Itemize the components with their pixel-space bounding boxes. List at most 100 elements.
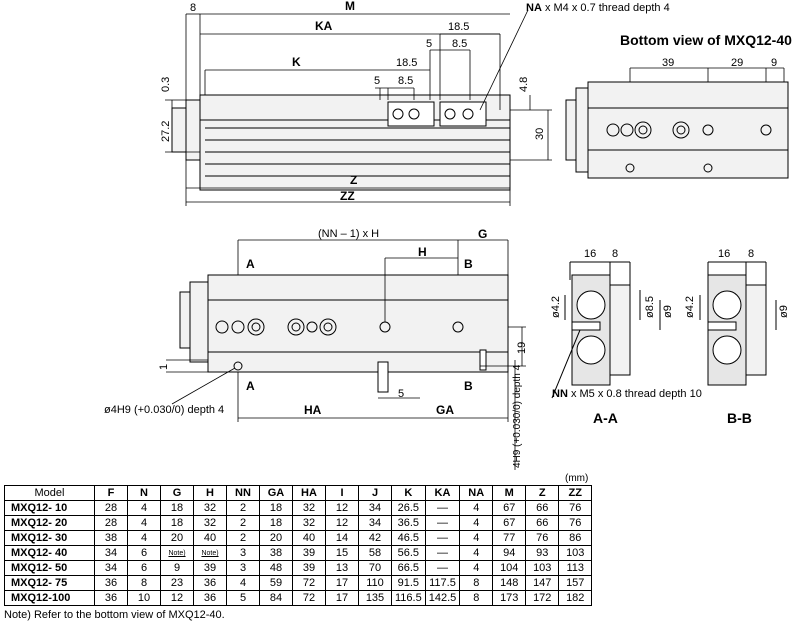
table-cell: — <box>424 515 461 531</box>
table-cell: 39 <box>292 560 326 576</box>
table-cell: 2 <box>226 515 260 531</box>
table-cell: 15 <box>325 545 359 561</box>
table-cell: 103 <box>525 560 560 576</box>
table-cell: 67 <box>492 500 527 516</box>
table-cell: 26.5 <box>391 500 426 516</box>
table-cell: 182 <box>558 590 593 606</box>
table-cell: 91.5 <box>391 575 426 591</box>
table-header-cell: G <box>160 485 194 501</box>
table-cell: 72 <box>292 590 326 606</box>
table-cell: 67 <box>492 515 527 531</box>
table-header-cell: N <box>127 485 161 501</box>
dim-5-b: 5 <box>374 75 381 87</box>
table-cell: 17 <box>325 590 359 606</box>
table-cell: 3 <box>226 545 260 561</box>
dim-8-5-a: 8.5 <box>452 38 468 50</box>
table-cell: 76 <box>558 500 593 516</box>
table-cell: 23 <box>160 575 194 591</box>
table-cell: 34 <box>94 560 128 576</box>
table-cell: 20 <box>259 530 293 546</box>
dim-H: H <box>418 245 427 259</box>
bb-dim-9: ø9 <box>778 305 790 318</box>
table-cell: 18 <box>160 500 194 516</box>
table-header-cell: H <box>193 485 227 501</box>
section-aa-title: A-A <box>593 410 618 426</box>
table-cell: 2 <box>226 530 260 546</box>
table-cell: 38 <box>259 545 293 561</box>
table-header-cell: NA <box>459 485 494 501</box>
dim-8-5-b: 8.5 <box>398 75 414 87</box>
table-cell: 72 <box>292 575 326 591</box>
table-cell: 13 <box>325 560 359 576</box>
aa-dim-8-5: ø8.5 <box>644 295 656 318</box>
table-cell: 3 <box>226 560 260 576</box>
table-cell: 34 <box>94 545 128 561</box>
table-cell: 5 <box>226 590 260 606</box>
side-view-dimensions <box>166 239 526 470</box>
table-cell: 36 <box>193 575 227 591</box>
section-mark-A-top: A <box>246 257 255 271</box>
dim-1: 1 <box>158 363 170 370</box>
top-view-dimensions <box>165 9 552 206</box>
table-cell: 110 <box>358 575 392 591</box>
section-mark-B-top: B <box>464 257 473 271</box>
table-header-cell: HA <box>292 485 326 501</box>
table-cell: 34 <box>358 515 392 531</box>
dim-27-2: 27.2 <box>160 120 172 142</box>
nn-thread-label: NN x M5 x 0.8 thread depth 10 <box>552 388 702 400</box>
table-cell: 147 <box>525 575 560 591</box>
dim-G: G <box>478 227 488 241</box>
table-cell: 34 <box>358 500 392 516</box>
model-cell: MXQ12- 30 <box>4 530 95 546</box>
bb-dim-16: 16 <box>718 248 731 260</box>
table-header-cell: K <box>391 485 426 501</box>
dim-M: M <box>345 0 355 13</box>
table-cell: 59 <box>259 575 293 591</box>
pin-hole-label: ø4H9 (+0.030/0) depth 4 <box>104 404 225 416</box>
dim-0-3: 0.3 <box>160 76 172 92</box>
nn-thread-label-bold: NN <box>552 388 568 400</box>
table-cell: 157 <box>558 575 593 591</box>
table-cell: Note) <box>160 545 194 561</box>
table-cell: 66.5 <box>391 560 426 576</box>
table-cell: 28 <box>94 515 128 531</box>
pin-hole-vertical-label: 4H9 (+0.030/0) depth 4 <box>512 364 523 468</box>
table-cell: 6 <box>127 545 161 561</box>
bottom-view-dimensions <box>629 67 785 82</box>
table-cell: 4 <box>459 560 494 576</box>
table-cell: 18 <box>259 500 293 516</box>
table-cell: 17 <box>325 575 359 591</box>
table-header-cell: J <box>358 485 392 501</box>
table-cell: 14 <box>325 530 359 546</box>
table-cell: 66 <box>525 515 560 531</box>
table-cell: 93 <box>525 545 560 561</box>
model-cell: MXQ12- 10 <box>4 500 95 516</box>
table-cell: 20 <box>160 530 194 546</box>
dim-nn-1-h: (NN – 1) x H <box>318 228 380 240</box>
table-cell: 39 <box>292 545 326 561</box>
dim-8: 8 <box>190 2 197 14</box>
table-unit: (mm) <box>565 473 589 484</box>
table-cell: 116.5 <box>391 590 426 606</box>
table-cell: 28 <box>94 500 128 516</box>
aa-dim-4-2: ø4.2 <box>550 295 562 318</box>
table-note: Note) Refer to the bottom view of MXQ12-… <box>4 609 225 621</box>
dim-39: 39 <box>662 57 675 69</box>
model-cell: MXQ12- 40 <box>4 545 95 561</box>
table-cell: 135 <box>358 590 392 606</box>
table-cell: 77 <box>492 530 527 546</box>
model-cell: MXQ12- 20 <box>4 515 95 531</box>
table-cell: 4 <box>127 530 161 546</box>
table-cell: 10 <box>127 590 161 606</box>
table-header-cell: F <box>94 485 128 501</box>
na-thread-label-bold: NA <box>526 2 542 14</box>
dim-18-5-a: 18.5 <box>448 21 470 33</box>
